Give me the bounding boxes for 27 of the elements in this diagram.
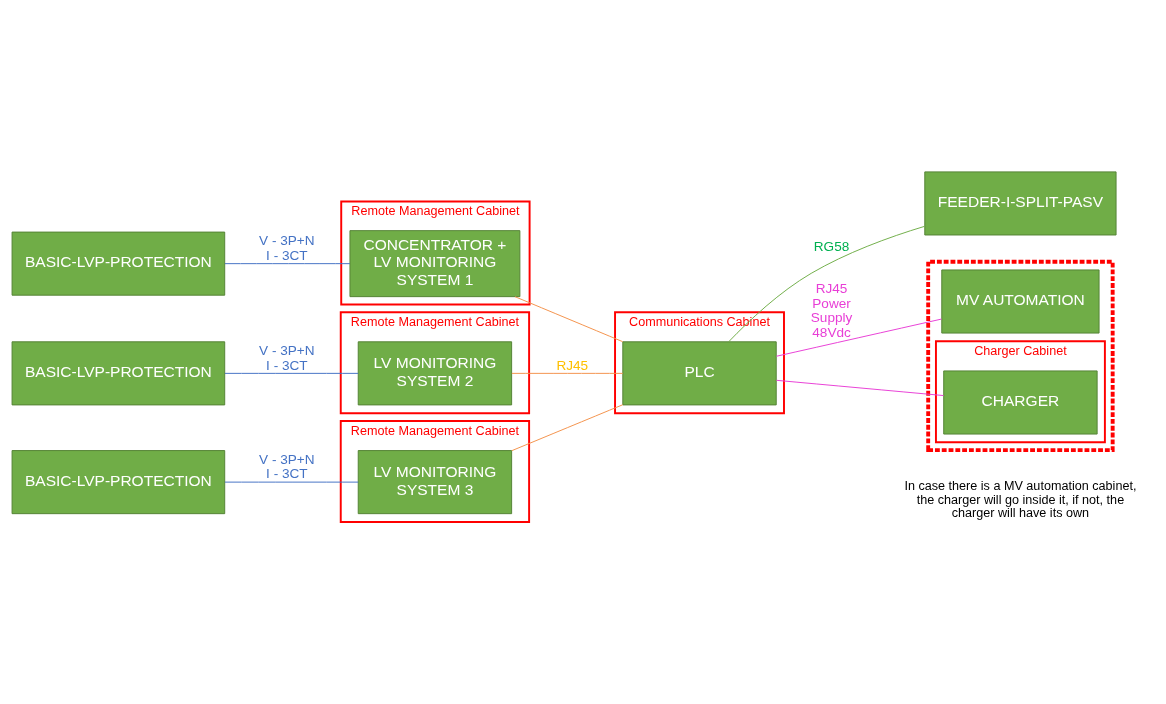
node-box: PLC <box>622 341 777 406</box>
connector <box>728 225 926 343</box>
edge-label: RG58 <box>813 239 850 255</box>
connector <box>511 404 624 452</box>
connector <box>511 372 624 374</box>
connector <box>514 296 624 343</box>
edge-label: V - 3P+N I - 3CT <box>259 451 315 482</box>
connector <box>776 318 943 357</box>
edge-label: RJ45 <box>556 357 589 373</box>
cluster <box>926 259 1115 452</box>
connector <box>224 481 359 483</box>
node-box: BASIC-LVP-PROTECTION <box>11 450 226 515</box>
node-box: LV MONITORING SYSTEM 2 <box>357 341 513 406</box>
connector <box>224 372 359 374</box>
node-box: BASIC-LVP-PROTECTION <box>11 231 226 296</box>
node-label: In case there is a MV automation cabinet, the charger will go inside it, if not, the charger will have its own <box>904 479 1137 521</box>
edge-label: V - 3P+N I - 3CT <box>259 233 315 263</box>
node-box: MV AUTOMATION <box>941 269 1100 334</box>
edge-label: V - 3P+N I - 3CT <box>259 343 315 373</box>
node-box: BASIC-LVP-PROTECTION <box>11 341 226 406</box>
connector <box>776 379 944 397</box>
node-box: FEEDER-I-SPLIT-PASV <box>924 171 1117 236</box>
node-box: CONCENTRATOR + LV MONITORING SYSTEM 1 <box>349 230 521 298</box>
edge-label: RJ45 Power Supply 48Vdc <box>810 280 853 340</box>
node-box: LV MONITORING SYSTEM 3 <box>357 450 513 515</box>
connector <box>224 263 351 265</box>
node-box: CHARGER <box>943 370 1098 435</box>
